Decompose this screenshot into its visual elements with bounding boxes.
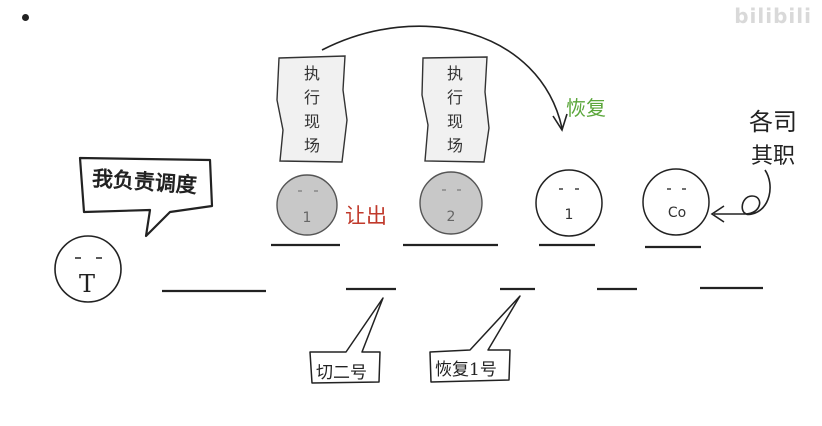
duties-line-1: 各司: [749, 108, 797, 136]
face-label-3: 1: [564, 207, 574, 223]
yield-label: 让出: [345, 204, 387, 228]
spiral-arrowhead: [710, 205, 725, 223]
resume-callout-text: 恢复1号: [435, 360, 497, 380]
face-label-1: 1: [302, 210, 312, 226]
thread-face: [54, 235, 122, 303]
bilibili-watermark: bilibili: [734, 4, 812, 28]
face-label-2: 2: [446, 209, 456, 225]
switch-callout-bubble: [309, 297, 384, 384]
thread-letter: T: [79, 270, 96, 298]
coroutine-face-1: [276, 174, 338, 236]
context-label-2: 执行现场: [446, 64, 463, 155]
context-label-1: 执行现场: [303, 64, 320, 155]
resume-callout-bubble: [429, 295, 521, 383]
coroutine-face-2: [419, 171, 483, 235]
resume-label: 恢复: [566, 96, 606, 120]
duties-line-2: 其职: [751, 144, 796, 169]
switch-callout-text: 切二号: [316, 363, 367, 383]
bullet-point: [22, 14, 29, 21]
face-label-4: Co: [667, 205, 687, 221]
speech-bubble: [78, 156, 214, 238]
context-scroll-1: [276, 55, 348, 163]
resume-arrowhead: [552, 113, 568, 132]
spiral-arrow: [714, 169, 771, 216]
coroutine-face-3: [535, 169, 603, 237]
resume-arrow: [321, 25, 563, 129]
context-scroll-2: [421, 56, 490, 163]
coroutine-face-4: [642, 168, 710, 236]
